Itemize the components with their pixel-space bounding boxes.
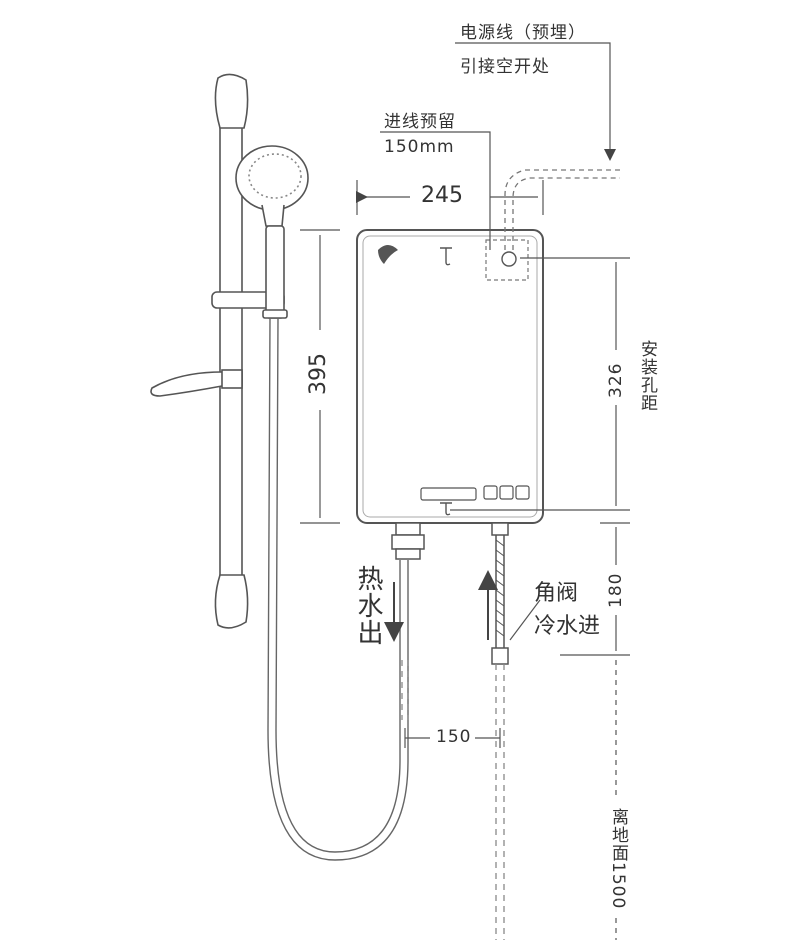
- gap-dimension: 180: [606, 572, 626, 608]
- floor-height-label: 离地面1500: [608, 808, 628, 910]
- shower-head: [235, 145, 309, 319]
- dim-pipe-spacing: [404, 728, 501, 748]
- dim-gap: [560, 522, 630, 656]
- slide-bar: [150, 73, 285, 629]
- power-line: [504, 169, 620, 250]
- dim-hole-spacing: [450, 257, 630, 511]
- inlet-leader: [380, 131, 491, 250]
- power-line-sublabel: 引接空开处: [460, 57, 550, 77]
- cold-inlet-hose: [491, 522, 509, 665]
- height-dimension: 395: [306, 353, 331, 395]
- inlet-reserve-size: 150mm: [384, 137, 455, 157]
- inlet-reserve-label: 进线预留: [384, 112, 456, 132]
- shower-hose: [267, 317, 409, 861]
- pipe-spacing-dimension: 150: [436, 727, 472, 747]
- water-heater: [356, 229, 544, 524]
- hot-water-out-label: 热水出: [353, 565, 383, 646]
- dim-width: [356, 180, 544, 215]
- hole-spacing-label: 安装孔距: [637, 340, 657, 412]
- power-line-label: 电源线（预埋）: [460, 23, 586, 43]
- cold-pipe: [401, 660, 505, 940]
- cold-water-in-label: 冷水进: [534, 614, 601, 639]
- angle-valve-label: 角阀: [534, 581, 579, 606]
- power-leader: [455, 42, 616, 161]
- width-dimension: 245: [421, 183, 463, 208]
- hot-outlet: [391, 522, 425, 560]
- valve-leader: [509, 599, 541, 641]
- dim-height: [300, 229, 340, 524]
